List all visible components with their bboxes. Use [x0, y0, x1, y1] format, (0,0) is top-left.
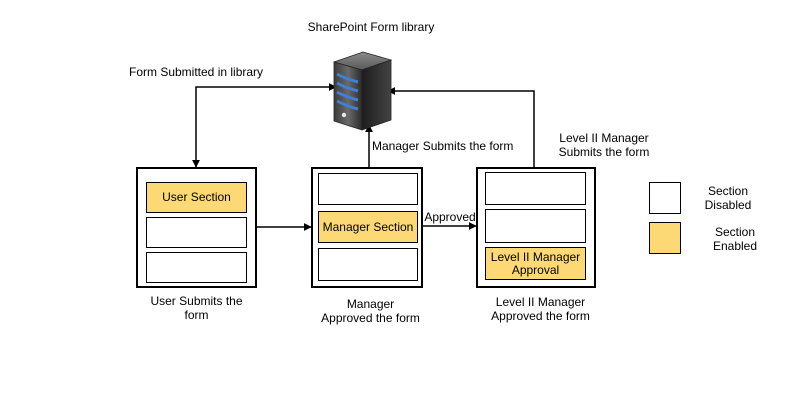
- level2-submits-line2: Submits the form: [558, 145, 650, 159]
- user-section: User Section: [146, 182, 247, 213]
- user-caption-line2: form: [184, 308, 209, 322]
- user-form-caption: User Submits the form: [126, 294, 267, 322]
- level2-submits-label: Level II Manager Submits the form: [552, 131, 656, 159]
- manager-section: Manager Section: [318, 211, 418, 243]
- level2-section-line2: Approval: [511, 262, 560, 277]
- level2-form-section-blank-1: [485, 172, 586, 205]
- server-title: SharePoint Form library: [307, 20, 435, 34]
- manager-form-section-blank-2: [318, 248, 418, 281]
- legend-disabled-line2: Disabled: [704, 198, 752, 212]
- level2-form-caption: Level II Manager Approved the form: [470, 295, 611, 323]
- legend-enabled-label: Section Enabled: [703, 225, 767, 253]
- level2-section-line1: Level II Manager: [490, 249, 581, 264]
- level2-caption-line1: Level II Manager: [495, 295, 586, 309]
- manager-form-section-blank-1: [318, 173, 418, 205]
- level2-form-section-blank-2: [485, 209, 586, 243]
- legend-disabled-label: Section Disabled: [696, 184, 760, 212]
- legend-disabled-swatch: [649, 182, 681, 214]
- user-form: User Section: [136, 167, 257, 288]
- manager-caption-line1: Manager: [346, 297, 395, 311]
- server-icon: [332, 51, 393, 131]
- level2-caption-line2: Approved the form: [491, 309, 590, 323]
- level2-submits-line1: Level II Manager: [559, 131, 649, 145]
- user-caption-line1: User Submits the: [150, 294, 243, 308]
- legend-enabled-line1: Section: [714, 225, 756, 239]
- manager-form: Manager Section: [311, 167, 423, 288]
- user-form-section-blank-2: [146, 252, 247, 283]
- level2-form: Level II Manager Approval: [476, 167, 596, 288]
- manager-caption-line2: Approved the form: [321, 311, 420, 325]
- legend-enabled-swatch: [649, 222, 681, 254]
- arrow-level2-to-library: [387, 87, 535, 167]
- legend-enabled-line2: Enabled: [712, 239, 758, 253]
- arrow-user-to-library: [192, 83, 337, 168]
- user-form-section-blank-1: [146, 217, 247, 248]
- manager-submits-label: Manager Submits the form: [372, 139, 514, 153]
- form-submitted-label: Form Submitted in library: [129, 65, 264, 79]
- level2-approval-section: Level II Manager Approval: [485, 247, 586, 280]
- manager-form-caption: Manager Approved the form: [300, 297, 441, 325]
- approved-label: Approved: [424, 210, 476, 224]
- legend-disabled-line1: Section: [707, 184, 749, 198]
